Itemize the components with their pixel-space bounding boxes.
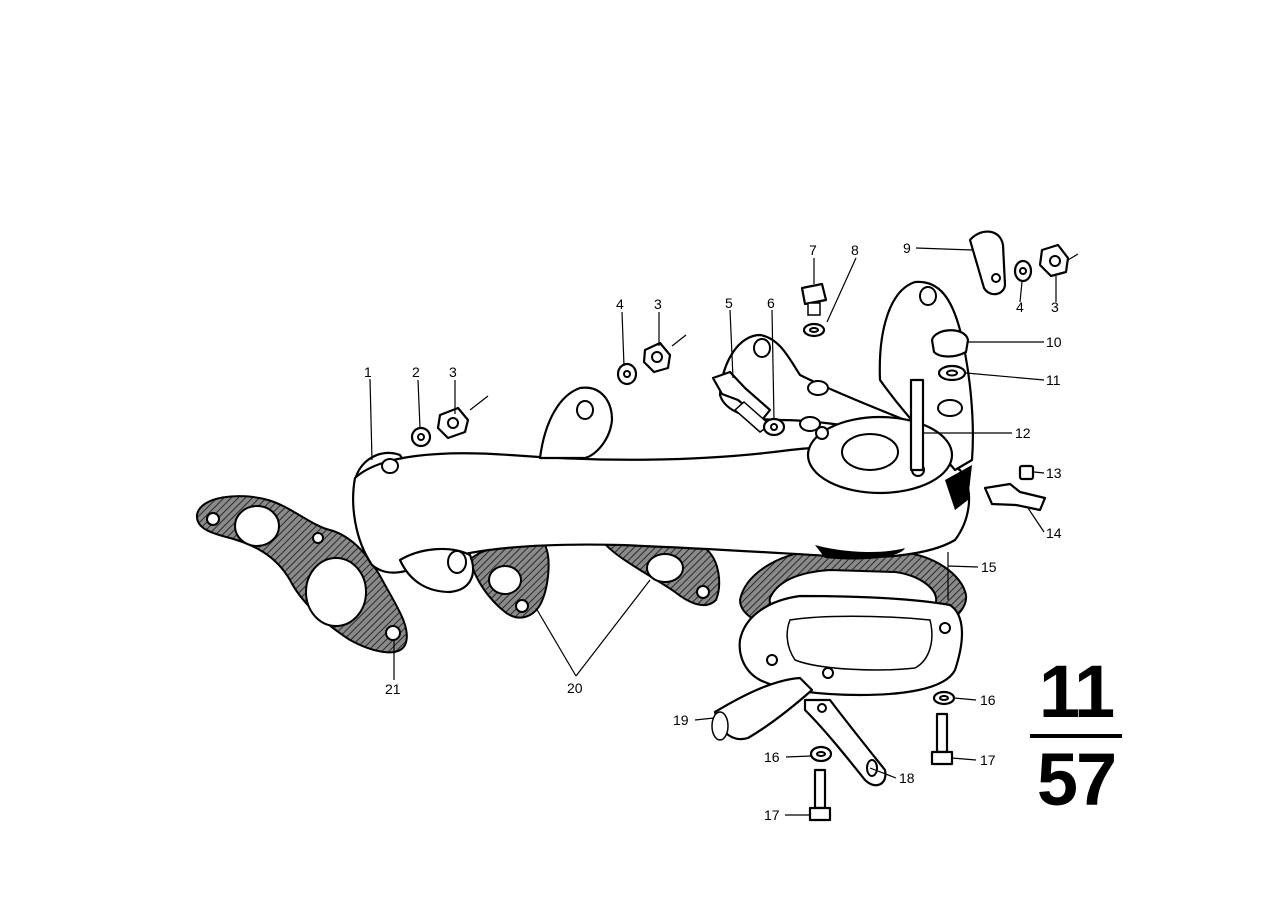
port-gaskets bbox=[468, 539, 721, 619]
callout-3: 3 bbox=[449, 364, 457, 380]
sensor-14 bbox=[983, 482, 1047, 512]
callout-16: 16 bbox=[980, 692, 996, 708]
callout-6: 6 bbox=[767, 295, 775, 311]
callout-3: 3 bbox=[654, 296, 662, 312]
bolt-7 bbox=[800, 282, 828, 316]
group-code: 11 57 bbox=[1028, 650, 1124, 822]
callout-17: 17 bbox=[980, 752, 996, 768]
callout-1: 1 bbox=[364, 364, 372, 380]
callout-labels: 1 2 3 4 3 5 6 7 8 9 4 3 10 11 12 13 14 1… bbox=[364, 240, 1062, 823]
washer-16a bbox=[932, 690, 956, 706]
callout-3: 3 bbox=[1051, 299, 1059, 315]
washer-4b bbox=[1013, 259, 1033, 283]
support-bracket bbox=[803, 698, 887, 787]
nut-3b bbox=[642, 341, 672, 374]
stud-12 bbox=[909, 378, 925, 472]
callout-18: 18 bbox=[899, 770, 915, 786]
leader-lines bbox=[369, 247, 1079, 816]
washer-6 bbox=[762, 417, 786, 437]
callout-20: 20 bbox=[567, 680, 583, 696]
callout-13: 13 bbox=[1046, 465, 1062, 481]
callout-8: 8 bbox=[851, 242, 859, 258]
washer-8 bbox=[802, 322, 826, 338]
washer-16b bbox=[809, 745, 833, 763]
callout-21: 21 bbox=[385, 681, 401, 697]
callout-2: 2 bbox=[412, 364, 420, 380]
group-code-divider bbox=[1030, 734, 1122, 738]
callout-4: 4 bbox=[1016, 299, 1024, 315]
callout-17: 17 bbox=[764, 807, 780, 823]
group-code-bottom: 57 bbox=[1036, 738, 1117, 821]
callout-19: 19 bbox=[673, 712, 689, 728]
bolt-17a bbox=[930, 712, 954, 766]
bracket-9 bbox=[968, 230, 1007, 296]
group-code-top: 11 bbox=[1038, 650, 1115, 733]
callout-14: 14 bbox=[1046, 525, 1062, 541]
nut-3c bbox=[1038, 243, 1070, 278]
exhaust-manifold bbox=[352, 280, 974, 594]
bolt-17b bbox=[808, 768, 832, 822]
callout-4: 4 bbox=[616, 296, 624, 312]
callout-15: 15 bbox=[981, 559, 997, 575]
callout-7: 7 bbox=[809, 242, 817, 258]
callout-10: 10 bbox=[1046, 334, 1062, 350]
callout-12: 12 bbox=[1015, 425, 1031, 441]
plug-10 bbox=[930, 329, 970, 358]
lower-flange-plate bbox=[738, 594, 964, 697]
callout-16: 16 bbox=[764, 749, 780, 765]
washer-4a bbox=[616, 362, 638, 386]
nut-3a bbox=[436, 406, 470, 440]
callout-11: 11 bbox=[1046, 372, 1061, 388]
callout-9: 9 bbox=[903, 240, 911, 256]
nut-13 bbox=[1018, 464, 1035, 481]
washer-2 bbox=[410, 426, 432, 448]
washer-11 bbox=[937, 364, 967, 382]
pipe-stub bbox=[711, 676, 814, 741]
flange-gasket bbox=[195, 495, 408, 654]
callout-5: 5 bbox=[725, 295, 733, 311]
